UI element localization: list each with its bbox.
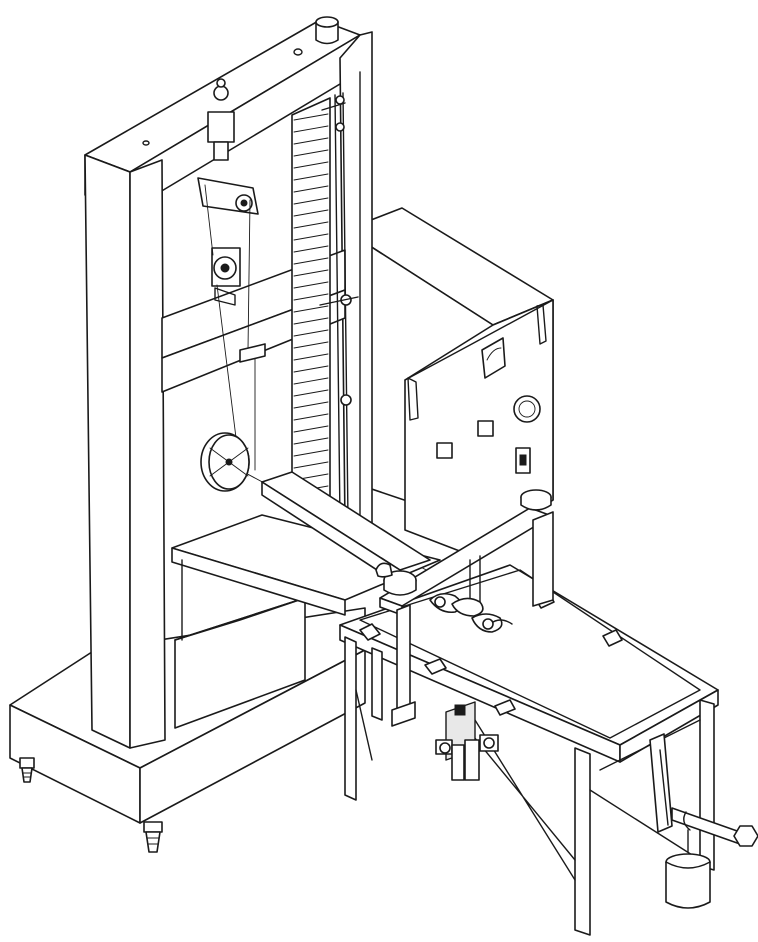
- rack-slat: [293, 401, 329, 409]
- rack-slat: [293, 461, 329, 469]
- guide-rods: [319, 92, 359, 521]
- rack-slat: [293, 293, 329, 301]
- gauge-icon: [481, 337, 506, 379]
- rack-slat: [293, 173, 329, 181]
- pulley-icon: [211, 247, 241, 306]
- rack-slat: [293, 329, 329, 337]
- slide-rail: [261, 471, 431, 586]
- rack-slat: [293, 197, 329, 205]
- knob-icon: [513, 395, 541, 423]
- rack-slat: [293, 137, 329, 145]
- cable-hook: [239, 343, 266, 363]
- caster-icon: [143, 821, 163, 853]
- pulley-block: [197, 177, 259, 215]
- weight-icon: [665, 853, 711, 909]
- rack-slat: [293, 125, 329, 133]
- lower-block: [174, 597, 306, 729]
- rack-slat: [293, 281, 329, 289]
- rack-slat: [293, 353, 329, 361]
- lever-arm: [649, 733, 758, 853]
- rack-slat: [293, 305, 329, 313]
- rack-slat: [293, 161, 329, 169]
- rack-slat: [293, 221, 329, 229]
- rack-slat: [293, 365, 329, 373]
- pulley-icon: [200, 432, 250, 492]
- rack-slat: [293, 113, 329, 121]
- rack-slat: [293, 317, 329, 325]
- upper-arm: [379, 489, 554, 616]
- top-clamp: [207, 78, 235, 161]
- rack-slat: [293, 185, 329, 193]
- table-clamps: [359, 591, 623, 716]
- rack-slat: [293, 269, 329, 277]
- specimen-grips: [429, 592, 513, 633]
- rack-slat: [293, 449, 329, 457]
- rack-slat: [293, 149, 329, 157]
- valve-block: [435, 701, 499, 781]
- left-column: [84, 154, 166, 749]
- rack-slat: [293, 377, 329, 385]
- rack-slat: [293, 257, 329, 265]
- lower-table: [171, 514, 441, 641]
- switch-icon: [436, 420, 531, 474]
- knob-icon: [375, 562, 417, 596]
- rack-slat: [293, 425, 329, 433]
- rack-slat: [293, 341, 329, 349]
- rack-slat: [293, 209, 329, 217]
- support-post: [391, 604, 416, 727]
- rack-slat: [293, 413, 329, 421]
- rack-slat: [293, 437, 329, 445]
- rack-slat: [293, 245, 329, 253]
- rack-slat: [293, 389, 329, 397]
- rack-slat: [293, 233, 329, 241]
- caster-icon: [19, 757, 35, 783]
